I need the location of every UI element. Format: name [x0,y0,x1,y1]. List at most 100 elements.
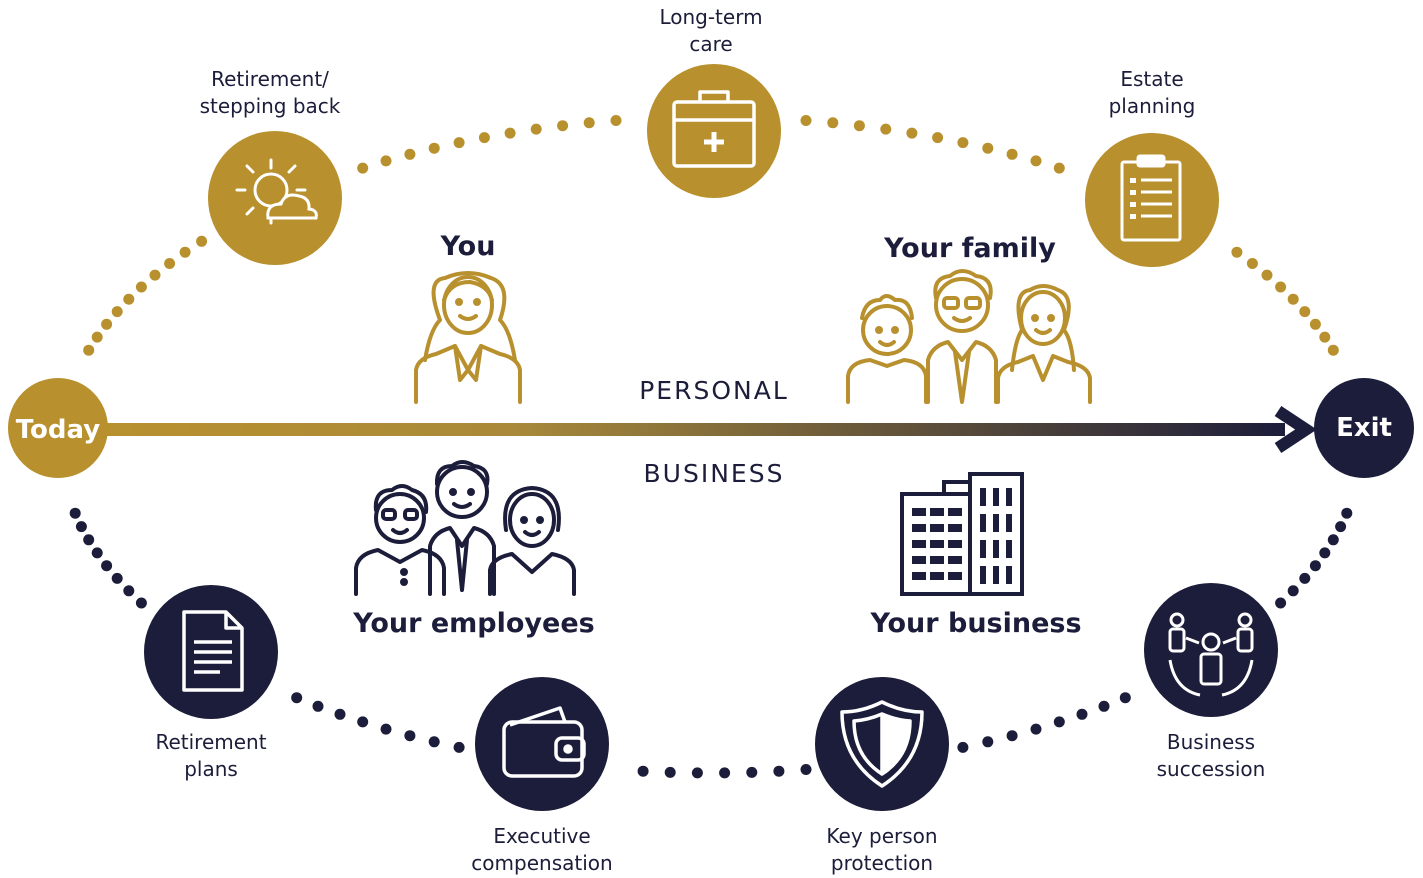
employees-icon [354,460,576,596]
path-dot [1309,318,1321,330]
path-dot [557,120,569,132]
path-dot [957,741,969,753]
path-dot [291,692,303,704]
long-term-care-step [647,64,781,198]
path-dot [453,741,465,753]
path-dot [1299,306,1311,318]
medical-briefcase-icon [672,90,756,168]
path-dot [69,507,81,519]
woman-icon [414,271,522,404]
business-label: BUSINESS [643,459,785,488]
path-dot [1246,258,1258,269]
path-dot [1119,692,1131,704]
path-dot [196,235,208,247]
path-dot [880,123,892,135]
estate-planning-label: Estate planning [1108,67,1196,118]
path-dot [982,142,994,154]
path-dot [111,572,123,584]
path-dot [111,306,123,318]
retirement-step-label: Retirement/ stepping back [199,67,341,118]
path-dot [135,597,147,609]
path-dot [357,162,369,174]
path-dot [404,148,416,160]
path-dot [691,767,703,779]
path-dot [583,117,595,129]
executive-compensation-label: Executive compensation [471,824,613,875]
path-dot [1275,281,1287,293]
path-dot [1006,730,1018,742]
path-dot [1053,162,1065,174]
clipboard-checklist-icon [1120,154,1182,242]
retirement-plans-label: Retirement plans [155,730,267,781]
path-dot [1098,700,1110,712]
path-dot [1341,507,1353,519]
people-network-icon [1168,612,1254,697]
path-dot [773,765,785,777]
path-dot [91,331,103,343]
path-dot [357,716,369,728]
path-dot [1287,585,1299,597]
path-dot [135,281,147,293]
retirement-plans-step [144,585,278,719]
path-dot [664,766,676,778]
path-dot [746,766,758,778]
personal-dotted-path [83,115,1339,356]
long-term-care-label: Long-term care [659,5,763,56]
path-dot [1053,716,1065,728]
path-dot [1275,597,1287,609]
path-dot [800,115,812,126]
path-dot [1309,560,1321,572]
sun-cloud-icon [235,158,318,225]
family-icon [846,269,1092,404]
path-dot [380,155,392,167]
path-dot [83,344,95,356]
shield-icon [840,700,924,788]
key-person-protection-step [815,677,949,811]
path-dot [800,764,812,775]
path-dot [827,117,839,129]
path-dot [637,765,649,777]
today-label: Today [15,415,101,445]
path-dot [404,730,416,742]
path-dot [853,120,865,132]
path-dot [1299,572,1311,584]
path-dot [1030,155,1042,167]
path-dot [123,585,135,597]
your-family-label: Your family [884,233,1056,264]
path-dot [428,142,440,154]
path-dot [312,700,324,712]
personal-label: PERSONAL [639,376,789,405]
path-dot [478,132,490,144]
exit-label: Exit [1336,413,1392,443]
path-dot [1327,534,1339,546]
path-dot [1231,246,1243,258]
path-dot [610,115,622,126]
your-business-label: Your business [870,608,1082,639]
retirement-step [208,131,342,265]
path-dot [1261,269,1273,281]
path-dot [957,137,969,149]
you-label: You [440,231,496,262]
path-dot [1287,293,1299,305]
path-dot [91,547,103,559]
exit-node [1314,378,1414,478]
path-dot [1319,547,1331,559]
path-dot [719,767,731,779]
timeline-arrow [95,405,1317,454]
wallet-icon [502,706,586,778]
path-dot [932,132,944,144]
path-dot [179,246,191,258]
business-succession-step [1144,583,1278,717]
path-dot [75,521,87,533]
path-dot [530,123,542,135]
executive-compensation-step [475,677,609,811]
path-dot [1327,344,1339,356]
path-dot [123,293,135,305]
path-dot [1076,708,1088,720]
path-dot [504,127,516,139]
path-dot [1006,148,1018,160]
path-dot [453,137,465,149]
path-dot [380,723,392,735]
